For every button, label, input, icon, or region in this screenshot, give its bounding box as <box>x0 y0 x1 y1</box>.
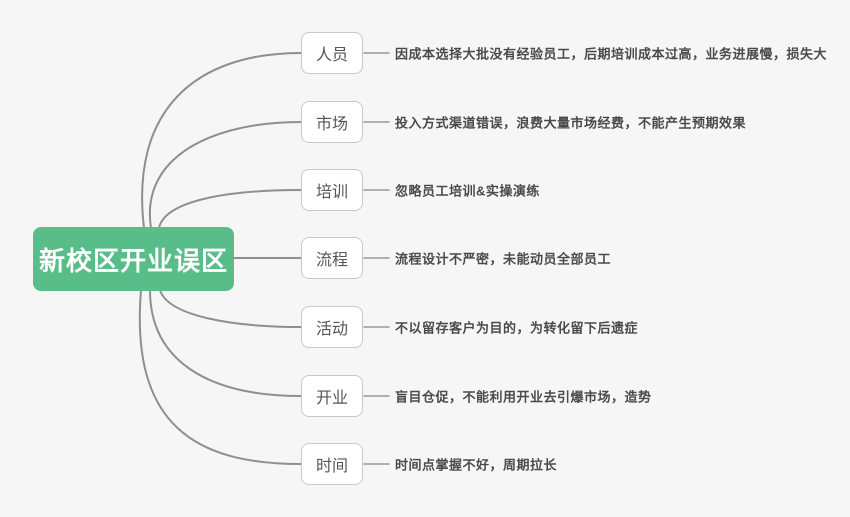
branch-desc-training[interactable]: 忽略员工培训&实操演练 <box>395 183 540 199</box>
edge-root-to-branch-opening <box>149 289 302 397</box>
edge-root-to-branch-time <box>138 289 302 465</box>
branch-desc-process[interactable]: 流程设计不严密，未能动员全部员工 <box>395 251 612 267</box>
branch-node-activity[interactable]: 活动 <box>301 306 363 348</box>
branch-desc-time[interactable]: 时间点掌握不好，周期拉长 <box>395 457 558 473</box>
branch-node-training[interactable]: 培训 <box>301 169 363 211</box>
branch-node-process[interactable]: 流程 <box>301 237 363 279</box>
edge-root-to-branch-market <box>148 121 302 229</box>
branch-node-market[interactable]: 市场 <box>301 101 363 143</box>
edge-root-to-branch-training <box>158 189 302 229</box>
edge-root-to-branch-staff <box>141 52 302 229</box>
branch-node-time[interactable]: 时间 <box>301 443 363 485</box>
root-node[interactable]: 新校区开业误区 <box>33 227 234 291</box>
branch-desc-market[interactable]: 投入方式渠道错误，浪费大量市场经费，不能产生预期效果 <box>395 115 747 131</box>
branch-desc-activity[interactable]: 不以留存客户为目的，为转化留下后遗症 <box>395 320 639 336</box>
branch-desc-staff[interactable]: 因成本选择大批没有经验员工，后期培训成本过高，业务进展慢，损失大 <box>395 46 828 62</box>
branch-node-opening[interactable]: 开业 <box>301 375 363 417</box>
edge-root-to-branch-activity <box>159 289 302 328</box>
branch-desc-opening[interactable]: 盲目仓促，不能利用开业去引爆市场，造势 <box>395 389 652 405</box>
branch-node-staff[interactable]: 人员 <box>301 32 363 74</box>
